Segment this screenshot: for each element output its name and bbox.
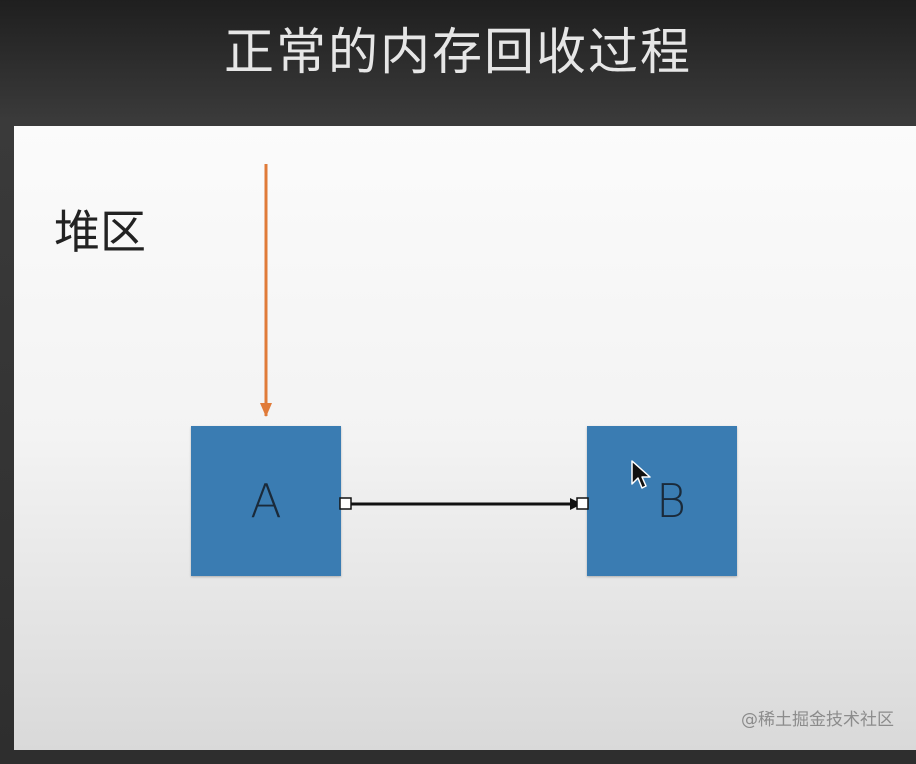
object-node-b: B bbox=[587, 426, 737, 576]
slide-title: 正常的内存回收过程 bbox=[224, 23, 692, 81]
edge-source-handle bbox=[339, 497, 352, 510]
object-node-a-label: A bbox=[250, 474, 282, 528]
object-node-b-label: B bbox=[655, 474, 687, 528]
heap-region-label: 堆区 bbox=[54, 205, 146, 259]
mouse-pointer-icon bbox=[631, 460, 651, 489]
edge-target-handle bbox=[576, 497, 589, 510]
reference-edge-arrowhead bbox=[570, 498, 582, 510]
diagram-canvas: 堆区 A B @稀土掘金技术社区 bbox=[14, 126, 916, 750]
watermark: @稀土掘金技术社区 bbox=[741, 710, 894, 730]
diagram-connectors bbox=[260, 164, 589, 510]
object-node-a: A bbox=[191, 426, 341, 576]
root-reference-arrowhead bbox=[260, 403, 272, 417]
